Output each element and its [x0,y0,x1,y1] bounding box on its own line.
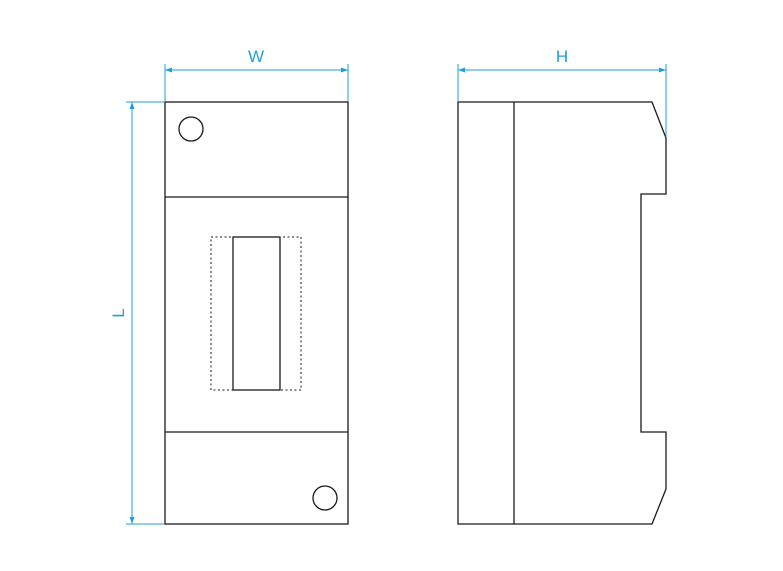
side-view [457,101,667,525]
breaker-window-dotted-outline [210,236,302,391]
height-label: H [556,47,568,66]
front-view [164,101,349,525]
breaker-window-opening [232,236,281,391]
top-screw-hole [178,116,204,142]
width-label: W [248,47,264,66]
length-dimension: L [109,101,164,525]
width-dimension: W [164,47,349,101]
length-label: L [109,308,128,317]
side-body-outline [457,101,667,525]
front-body-outline [164,101,349,525]
height-dimension: H [457,47,667,137]
bottom-screw-hole [312,485,338,511]
